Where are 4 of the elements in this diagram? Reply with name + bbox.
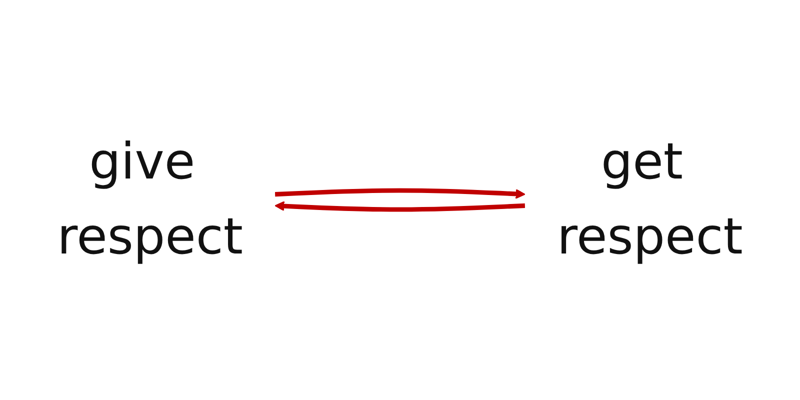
curved-arrow — [274, 188, 526, 199]
curved-arrow — [274, 201, 526, 212]
node-text: get respect — [557, 132, 743, 266]
node-text: give respect — [57, 132, 243, 266]
